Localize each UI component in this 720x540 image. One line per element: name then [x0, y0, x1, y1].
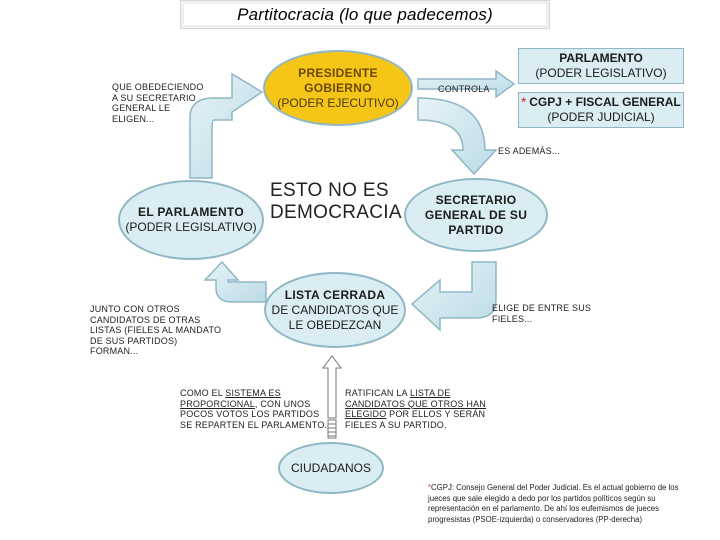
center-line1: ESTO NO ES: [270, 180, 389, 201]
ratifican-line1: RATIFICAN LA LISTA DE: [345, 388, 486, 399]
ratifican-u3: ELEGIDO: [345, 409, 387, 419]
title-box: Partitocracia (lo que padecemos): [180, 0, 550, 29]
obedeciendo-line3: GENERAL LE: [112, 103, 171, 113]
presidente-line2: GOBIERNO: [304, 80, 372, 95]
junto-line1: JUNTO CON OTROS: [90, 304, 180, 314]
presidente-line3: (PODER EJECUTIVO): [277, 95, 399, 110]
center-line2: DEMOCRACIA: [270, 202, 402, 223]
parlamento-box: PARLAMENTO (PODER LEGISLATIVO): [518, 48, 684, 84]
forman-arrow: [203, 260, 267, 303]
cgpj-box-line1: * CGPJ + FISCAL GENERAL: [521, 95, 681, 110]
cgpj-star: *: [521, 95, 526, 109]
como-line1: COMO EL SISTEMA ES: [180, 388, 327, 399]
lista-line1: LISTA CERRADA: [284, 287, 386, 302]
parlamento-box-line1: PARLAMENTO: [559, 51, 643, 65]
ciudadanos-arrow: [322, 355, 342, 419]
arrow-tail-box: [327, 419, 337, 439]
elige-arrow: [410, 261, 497, 332]
ratifican-line3: ELEGIDO POR ELLOS Y SERÁN: [345, 409, 486, 420]
es-ademas-label: ES ADEMÁS...: [498, 146, 560, 156]
junto-label: JUNTO CON OTROS CANDIDATOS DE OTRAS LIST…: [90, 304, 221, 357]
arrow-tail-dashes: [328, 423, 336, 437]
es-ademas-arrow: [417, 97, 498, 176]
elige-line2: FIELES...: [492, 313, 533, 324]
cgpj-box-title: CGPJ + FISCAL GENERAL: [529, 95, 681, 109]
controla-label: CONTROLA: [438, 84, 490, 94]
ratifican-label: RATIFICAN LA LISTA DE CANDIDATOS QUE OTR…: [345, 388, 486, 430]
ratifican-u2: CANDIDATOS QUE OTROS HAN: [345, 398, 486, 409]
footnote: *CGPJ: Consejo General del Poder Judicia…: [428, 483, 690, 525]
footnote-star: *: [428, 483, 432, 492]
como-line3: POCOS VOTOS LOS PARTIDOS: [180, 409, 320, 419]
parlamento-node: EL PARLAMENTO (PODER LEGISLATIVO): [118, 180, 264, 260]
junto-line2: CANDIDATOS DE OTRAS: [90, 314, 201, 325]
junto-line3: LISTAS (FIELES AL MANDATO: [90, 325, 222, 335]
parlamento-box-line2: (PODER LEGISLATIVO): [535, 66, 667, 80]
ciudadanos-line1: CIUDADANOS: [290, 460, 371, 475]
presidente-node: PRESIDENTE GOBIERNO (PODER EJECUTIVO): [263, 50, 413, 126]
secretario-line2: GENERAL DE SU: [424, 207, 528, 222]
como-label: COMO EL SISTEMA ES PROPORCIONAL, CON UNO…: [180, 388, 327, 430]
ratifican-pre: RATIFICAN LA: [345, 388, 410, 398]
elige-label: ELIGE DE ENTRE SUS FIELES...: [492, 303, 591, 324]
como-pre: COMO EL: [180, 388, 226, 398]
ratifican-line4: FIELES A SU PARTIDO.: [345, 419, 447, 430]
junto-line5: FORMAN...: [90, 346, 139, 356]
como-line2: PROPORCIONAL, CON UNOS: [180, 399, 327, 410]
junto-line4: DE SUS PARTIDOS): [90, 335, 178, 346]
parlamento-line1: EL PARLAMENTO: [138, 205, 244, 219]
presidente-line1: PRESIDENTE: [298, 65, 378, 80]
cgpj-box-line2: (PODER JUDICIAL): [547, 110, 655, 124]
lista-node: LISTA CERRADA DE CANDIDATOS QUE LE OBEDE…: [264, 272, 406, 348]
ratifican-line2: CANDIDATOS QUE OTROS HAN: [345, 399, 486, 410]
eligen-arrow: [189, 72, 264, 179]
ciudadanos-node: CIUDADANOS: [278, 442, 384, 494]
parlamento-line2: (PODER LEGISLATIVO): [125, 220, 257, 234]
diagram-title: Partitocracia (lo que padecemos): [237, 4, 493, 24]
secretario-line3: PARTIDO: [448, 222, 504, 237]
ratifican-post: POR ELLOS Y SERÁN: [386, 409, 486, 419]
como-line4: SE REPARTEN EL PARLAMENTO.: [180, 419, 328, 430]
secretario-node: SECRETARIO GENERAL DE SU PARTIDO: [404, 178, 548, 252]
elige-line1: ELIGE DE ENTRE SUS: [492, 303, 592, 313]
como-post: , CON UNOS: [254, 398, 311, 409]
footnote-text: CGPJ: Consejo General del Poder Judicial…: [428, 483, 679, 524]
secretario-line1: SECRETARIO: [435, 192, 517, 207]
como-u2: PROPORCIONAL: [180, 398, 255, 409]
lista-line2: DE CANDIDATOS QUE: [271, 302, 399, 317]
lista-line3: LE OBEDEZCAN: [288, 317, 382, 332]
ratifican-u1: LISTA DE: [409, 388, 451, 398]
como-u1: SISTEMA ES: [225, 388, 281, 398]
cgpj-box: * CGPJ + FISCAL GENERAL (PODER JUDICIAL): [518, 92, 684, 128]
obedeciendo-line4: ELIGEN...: [112, 113, 155, 124]
obedeciendo-label: QUE OBEDECIENDO A SU SECRETARIO GENERAL …: [112, 82, 204, 124]
center-statement: ESTO NO ES DEMOCRACIA: [270, 180, 410, 224]
obedeciendo-line1: QUE OBEDECIENDO: [112, 82, 204, 92]
controla-arrow: [417, 69, 516, 99]
obedeciendo-line2: A SU SECRETARIO: [112, 92, 196, 103]
